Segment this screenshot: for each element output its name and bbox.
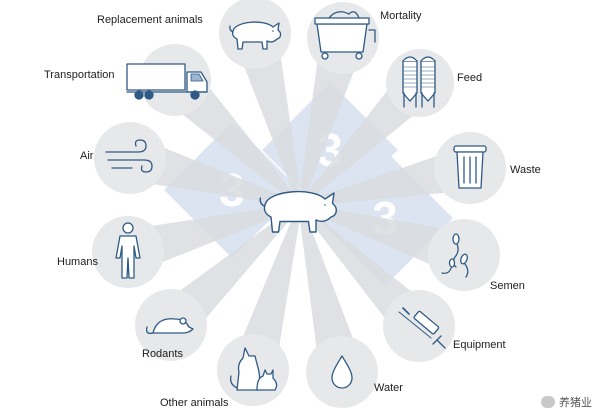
circle-equipment [383,290,455,362]
wechat-icon [541,396,555,408]
pig-icon [229,21,282,50]
spoke-humans [122,203,301,274]
spoke-other-animals [231,204,302,377]
spoke-replacement-animals [233,27,302,206]
wind-icon [105,139,153,173]
label-other-animals: Other animals [160,397,229,409]
label-semen: Semen [490,280,525,292]
label-air: Air [80,150,94,162]
factor-icons [105,11,487,391]
source-watermark: 养猪业 [541,394,592,410]
dead-animal-bin-icon [314,11,376,60]
trash-bin-icon [453,145,487,189]
label-mortality: Mortality [380,10,422,22]
rat-icon [145,317,194,335]
label-feed: Feed [457,72,483,84]
sperm-icon [441,233,469,278]
label-rodants: Rodants [142,348,183,360]
syringe-icon [398,307,446,349]
label-waste: Waste [510,164,541,176]
dog-cat-icon [229,347,278,391]
label-humans: Humans [57,256,98,268]
label-transportation: Transportation [44,69,115,81]
label-equipment: Equipment [453,339,506,351]
spoke-air [124,136,301,207]
spoke-water [298,204,364,378]
circle-feed [386,49,454,117]
center-pig-icon [259,190,337,233]
water-drop-icon [331,355,353,389]
spoke-semen [299,203,471,277]
feed-silo-icon [402,56,436,108]
truck-icon [126,63,208,100]
label-water: Water [374,382,403,394]
source-watermark-text: 养猪业 [559,396,592,409]
spoke-waste [299,146,475,207]
spoke-mortality [298,32,365,206]
circle-air [94,122,166,194]
human-icon [115,222,141,279]
label-replacement-animals: Replacement animals [97,14,203,26]
